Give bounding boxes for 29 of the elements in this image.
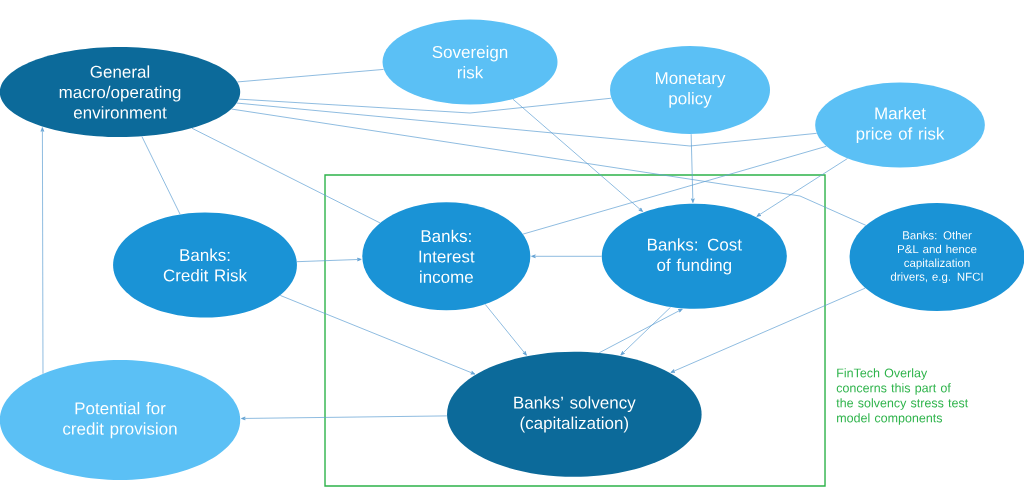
connector-line [141,136,181,215]
arrow [690,133,695,203]
ellipse-node: Banks: Interest income [362,202,531,311]
ellipse-node: Potential for credit provision [0,360,241,480]
arrow [40,127,45,375]
ellipse-node: Banks’ solvency (capitalization) [447,351,702,477]
connector-line [236,102,817,147]
arrow [296,257,362,263]
arrow [670,287,866,373]
connector-line [191,127,381,224]
ellipse-node: Market price of risk [815,82,985,168]
arrow [620,306,671,356]
ellipse-node: Banks: Credit Risk [113,212,297,318]
ellipse-node: General macro/operating environment [0,47,241,137]
arrow [512,98,644,212]
connector-line [237,69,384,83]
connector-line [238,97,612,114]
arrow [279,295,476,375]
arrow [241,415,448,421]
arrow [531,254,602,259]
arrow [756,158,848,217]
connector-line [231,108,867,226]
arrow [598,308,683,354]
connector-line [522,145,827,235]
arrow [484,304,527,356]
note-text: FinTech Overlay concerns this part of the solvency stress test model components [836,368,969,425]
ellipse-node: Banks: Cost of funding [601,203,787,309]
ellipse-node: Sovereign risk [382,19,558,105]
ellipse-node: Monetary policy [610,46,770,134]
